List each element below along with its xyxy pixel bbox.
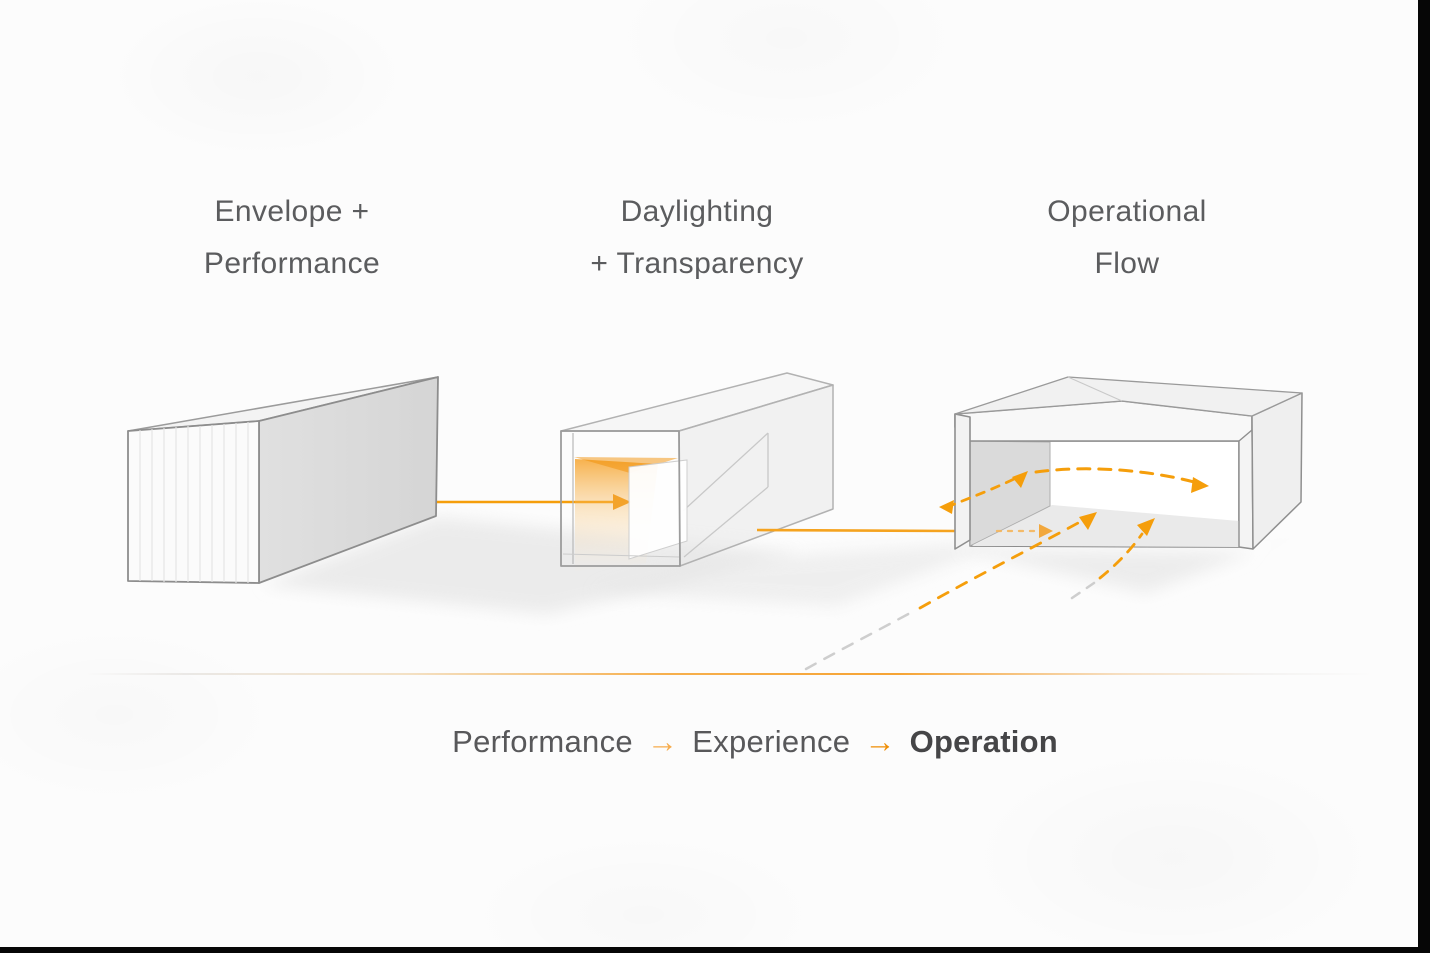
caption-step-performance: Performance (452, 724, 633, 759)
flow-arrowhead-left (939, 500, 954, 514)
flow-arrow-loop (939, 471, 1028, 514)
daylighting-box-shape (560, 372, 834, 571)
caption-step-operation: Operation (909, 724, 1058, 759)
flow-arrowhead-up (1012, 471, 1028, 488)
flow-arrowhead-short (1039, 524, 1053, 538)
roof-ridge-line (1067, 376, 1123, 402)
operational-building-shape (954, 376, 1303, 550)
flow-arrowhead-right (1191, 477, 1209, 493)
frame-right-bar (1418, 0, 1430, 953)
caption-arrow-icon: → (864, 724, 896, 759)
daylight-glow-top (574, 457, 678, 473)
building-right-wall (1238, 429, 1254, 550)
envelope-box-shape (127, 376, 439, 584)
stage-title-daylighting: Daylighting + Transparency (497, 186, 897, 290)
envelope-front-face (127, 420, 260, 584)
stage-title-operational: Operational Flow (927, 186, 1327, 290)
stage-title-line: Flow (1094, 247, 1160, 280)
stage-title-line: Performance (203, 247, 381, 280)
building-left-wall (954, 413, 971, 550)
flow-arrow-entry-1 (804, 512, 1097, 671)
frame-bottom-bar (0, 947, 1430, 953)
flow-arrows (804, 467, 1209, 671)
flow-arrowhead-entry-1 (1079, 512, 1097, 530)
caption-arrow-icon: → (646, 724, 679, 759)
stage-title-line: Operational (1047, 195, 1207, 228)
flow-arrow-short (995, 524, 1053, 538)
daylighting-shadow (592, 541, 1008, 606)
flow-arrow-across (1034, 467, 1209, 493)
stage-title-envelope: Envelope + Performance (92, 186, 492, 290)
envelope-panel-lines (139, 422, 249, 583)
flow-arrow-entry-2 (1070, 518, 1155, 600)
stage-title-line: Envelope + (214, 195, 370, 228)
daylight-inner-wall (628, 459, 688, 560)
frame-bottom-line (562, 553, 680, 558)
caption-step-experience: Experience (692, 724, 851, 759)
gradient-divider (85, 673, 1375, 675)
process-caption: Performance → Experience → Operation (80, 721, 1430, 763)
daylighting-inner-edges (682, 432, 769, 558)
flow-arrowhead-entry-2 (1137, 518, 1155, 536)
operational-shadow (958, 506, 1374, 593)
light-ray-connector (756, 528, 956, 533)
daylighting-front-frame (560, 430, 681, 567)
building-right-face (1251, 392, 1303, 550)
stage-title-line: + Transparency (590, 247, 804, 280)
stage-title-line: Daylighting (620, 195, 774, 228)
building-roof (954, 376, 1303, 417)
building-floor (972, 505, 1239, 547)
